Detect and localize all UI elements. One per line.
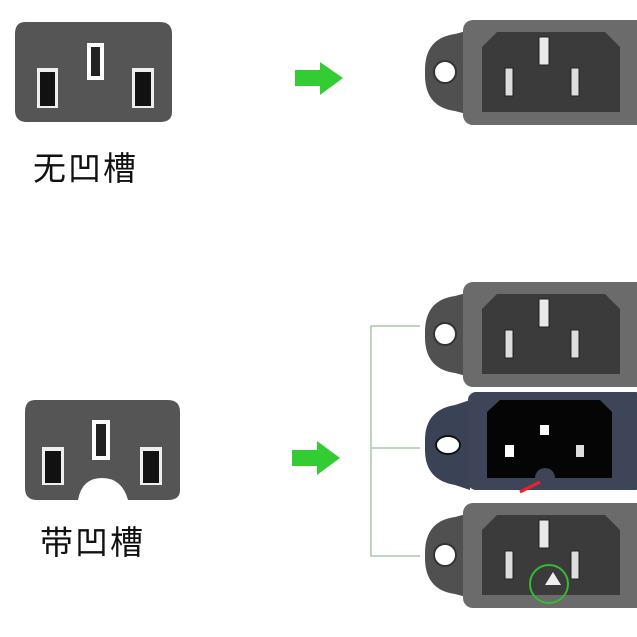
label-with-groove: 带凹槽	[40, 523, 145, 562]
socket-grooved-2	[425, 392, 637, 494]
arrow-right-icon	[295, 62, 343, 95]
label-no-groove: 无凹槽	[33, 149, 138, 188]
plug-with-groove	[25, 400, 180, 500]
socket-no-groove	[424, 19, 637, 126]
socket-grooved-3	[424, 502, 637, 609]
arrow-right-icon	[292, 441, 340, 475]
plug-without-groove	[15, 22, 172, 122]
socket-grooved-1	[424, 281, 637, 388]
bracket	[370, 325, 420, 557]
